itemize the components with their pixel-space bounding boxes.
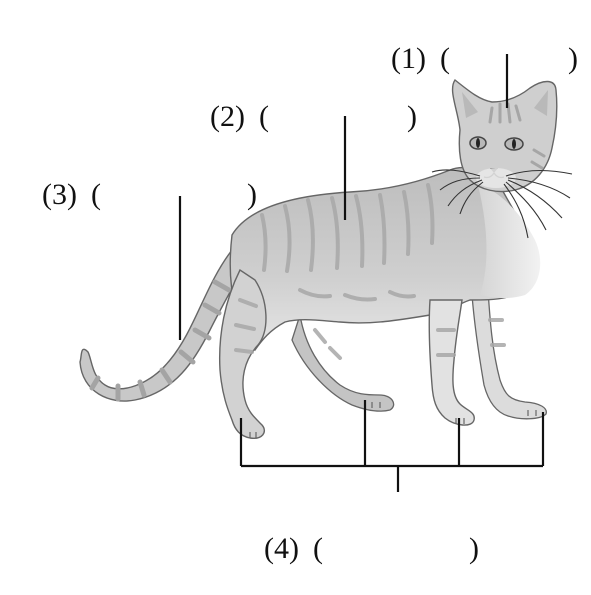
label-1-open-paren: ( — [439, 42, 450, 75]
label-2-number: (2) — [210, 100, 245, 133]
label-4-close-paren: ) — [468, 532, 479, 565]
label-2: (2) () — [180, 72, 417, 162]
cat-far-front-leg — [471, 289, 547, 420]
label-2-close-paren: ) — [406, 100, 417, 133]
label-1: (1) () — [361, 14, 578, 104]
label-3-open-paren: ( — [90, 178, 101, 211]
cat-near-hind-leg — [218, 268, 267, 440]
cat-far-hind-leg — [291, 314, 395, 412]
cat-paws — [249, 402, 537, 438]
cat-diagram: (1) () (2) () (3) () (4) () — [12, 14, 578, 564]
cat-head — [451, 78, 558, 193]
cat-near-front-leg — [428, 299, 475, 426]
label-3-close-paren: ) — [246, 178, 257, 211]
cat-chest — [478, 185, 541, 299]
label-4: (4) () — [234, 504, 479, 594]
leader-lines — [178, 54, 545, 492]
label-3: (3) () — [12, 150, 257, 240]
cat-whiskers — [431, 169, 573, 239]
label-4-number: (4) — [264, 532, 299, 565]
label-2-open-paren: ( — [258, 100, 269, 133]
cat-stripes — [234, 183, 506, 360]
label-4-open-paren: ( — [312, 532, 323, 565]
label-1-number: (1) — [391, 42, 426, 75]
label-3-number: (3) — [42, 178, 77, 211]
cat-illustration — [79, 54, 573, 492]
label-1-close-paren: ) — [567, 42, 578, 75]
